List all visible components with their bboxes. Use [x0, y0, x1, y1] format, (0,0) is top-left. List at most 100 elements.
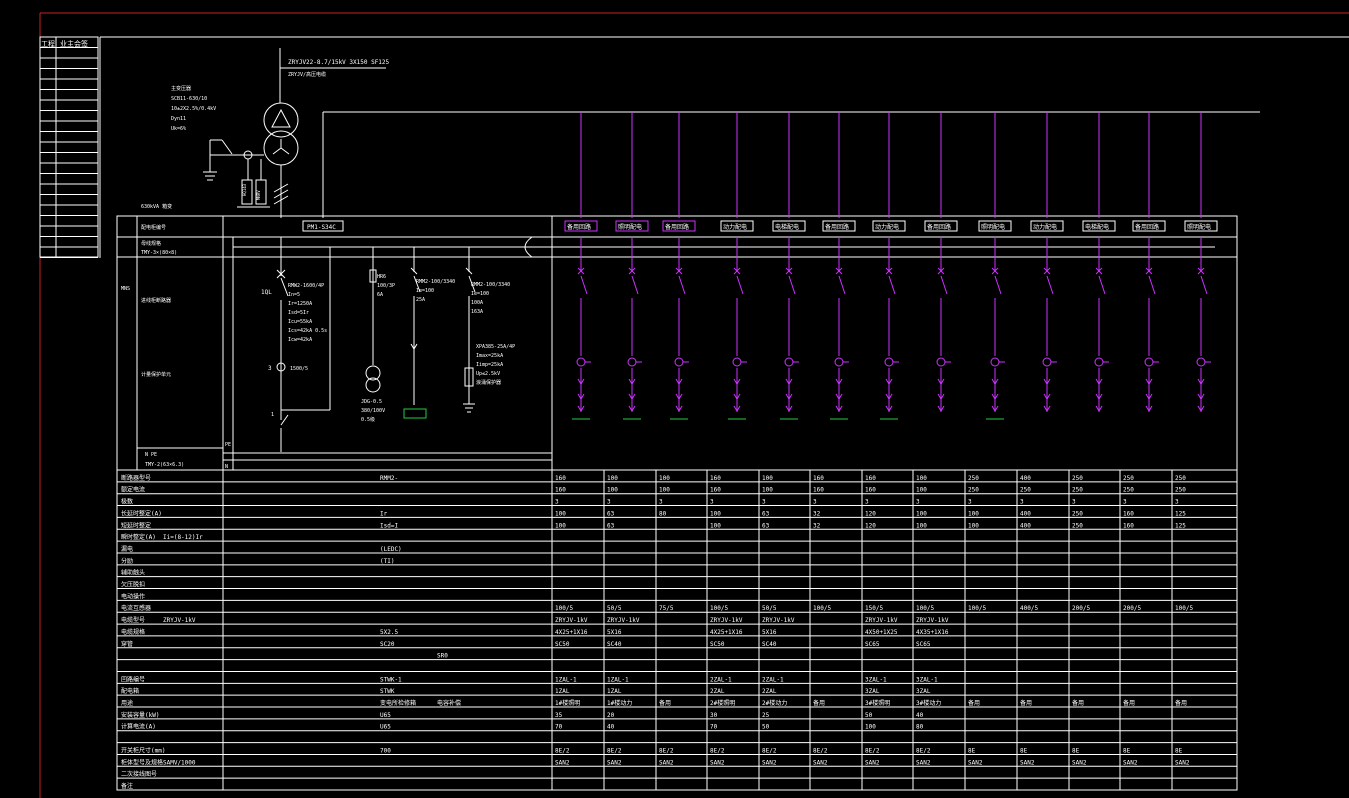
table-cell: SAN2 — [1175, 759, 1190, 766]
table-row-main: SC20 — [380, 641, 395, 648]
table-cell: SAN2 — [555, 759, 570, 766]
table-cell: SAN2 — [710, 759, 725, 766]
table-cell: 4X50+1X25 — [865, 629, 898, 636]
table-cell: SC40 — [607, 641, 622, 648]
mb-spec-line: Isd=5Ir — [288, 310, 309, 316]
table-cell: ZRYJV-1kV — [762, 617, 795, 624]
table-cell: 8E — [1020, 747, 1028, 754]
table-row-label: 计算电流(A) — [121, 723, 156, 731]
table-cell: SAN2 — [1072, 759, 1087, 766]
vt-spec-line: JDG-0.5 — [361, 399, 382, 405]
transformer-capacity-note: 630kVA 箱变 — [141, 203, 172, 210]
table-cell: 1ZAL — [607, 688, 622, 695]
feeder-circuit — [732, 112, 747, 412]
table-row-label: 漏电 — [121, 545, 133, 553]
table-cell: 3ZAL — [916, 688, 931, 695]
table-cell: SAN2 — [968, 759, 983, 766]
table-cell: 4X25+1X16 — [710, 629, 743, 636]
table-cell: 8E — [1072, 747, 1080, 754]
table-cell: 5X16 — [762, 629, 777, 636]
table-cell: SAN2 — [1020, 759, 1035, 766]
feed-b-spec-line: RMM2-100/3340 — [471, 282, 510, 288]
feeder-label: 动力配电 — [723, 223, 747, 231]
transformer-tag-2: MNRV — [256, 190, 261, 200]
table-cell: 3 — [1072, 499, 1076, 506]
table-cell: 120 — [865, 510, 876, 517]
feeder-circuit — [674, 112, 689, 412]
table-row-label: 瞬时整定(A) — [121, 533, 156, 541]
table-cell: 3 — [813, 499, 817, 506]
table-row-main: Ir — [380, 510, 388, 517]
feeder-circuit — [990, 112, 1005, 412]
mb-spec-line: Icu=55kA — [288, 319, 312, 325]
table-cell: 200/5 — [1072, 605, 1090, 612]
table-row-main: (LEDC) — [380, 546, 402, 553]
table-row-label: 用途 — [121, 699, 133, 707]
table-grid — [117, 470, 1237, 791]
table-cell: 250 — [1123, 487, 1134, 494]
table-cell: 8E — [968, 747, 976, 754]
table-cell: 250 — [1072, 522, 1083, 529]
table-cell: 400 — [1020, 475, 1031, 482]
table-cell: 100 — [916, 487, 927, 494]
table-cell: SC50 — [710, 641, 725, 648]
feeder-label-box — [1030, 220, 1064, 232]
feeder-label: 照明配电 — [1187, 223, 1211, 231]
feeder-label-box — [924, 220, 958, 232]
table-cell: SC50 — [555, 641, 570, 648]
spd-spec-line: Up≤2.5kV — [476, 371, 500, 377]
main-switch-label: 进线柜断路器 — [141, 297, 171, 304]
table-cell: 3ZAL-1 — [916, 676, 938, 683]
mb-spec-line: Ics=42kA 0.5s — [288, 328, 327, 334]
table-cell: 100 — [555, 522, 566, 529]
n-pe-label: N PE — [145, 452, 157, 458]
row-label-cabinet: 配电柜编号 — [141, 224, 166, 231]
table-cell: 160 — [813, 487, 824, 494]
table-cell: 备用 — [968, 699, 980, 707]
table-row-label: 额定电流 — [121, 486, 145, 494]
table-cell: 160 — [813, 475, 824, 482]
feed-a-spec-line: RMM2-100/3340 — [416, 279, 455, 285]
table-cell: 100 — [607, 487, 618, 494]
tx-spec-line: 主变压器 — [171, 85, 191, 92]
table-cell: 100 — [865, 724, 876, 731]
table-cell: 1ZAL — [555, 688, 570, 695]
mb-spec-line: Icw=42kA — [288, 337, 312, 343]
feeder-circuit — [784, 112, 799, 412]
table-cell: 100/5 — [710, 605, 728, 612]
table-row-main: U65 — [380, 724, 391, 731]
table-cell: 100 — [916, 475, 927, 482]
feed-b-spec-line: 163A — [471, 309, 483, 315]
table-cell: 120 — [865, 522, 876, 529]
table-row-main: Ii=(8-12)Ir — [163, 534, 203, 541]
table-row-main: 5X2.5 — [380, 629, 398, 636]
vt-winding-2 — [365, 377, 381, 393]
feeder-circuit — [576, 112, 591, 412]
table-row-label: 电流互感器 — [121, 604, 151, 612]
table-cell: 3 — [659, 499, 663, 506]
table-cell: 100 — [710, 522, 721, 529]
table-cell: 3ZAL — [865, 688, 880, 695]
table-cell: 40 — [607, 724, 615, 731]
table-cell: 备用 — [813, 699, 825, 707]
ct-tag: 1 — [271, 412, 274, 418]
table-cell: 3#楼照明 — [865, 699, 890, 707]
table-cell: 25 — [762, 712, 770, 719]
table-cell: SAN2 — [813, 759, 828, 766]
table-cell: 400 — [1020, 510, 1031, 517]
n-pe-spec: TMY-2(63×6.3) — [145, 462, 184, 468]
table-cell: 3 — [555, 499, 559, 506]
table-cell: 50/5 — [607, 605, 622, 612]
feeder-label-box — [1132, 220, 1166, 232]
feeder-label-box — [564, 220, 598, 232]
table-cell: 3 — [865, 499, 869, 506]
tx-spec-line: 10±2X2.5%/0.4kV — [171, 106, 216, 112]
table-row-main: 变电所检修箱 — [380, 699, 416, 707]
table-cell: 250 — [1123, 475, 1134, 482]
table-cell: 8E/2 — [659, 747, 674, 754]
table-cell: 100 — [916, 522, 927, 529]
tx-spec-line: SCB11-630/10 — [171, 96, 207, 102]
feeder-circuit — [936, 112, 951, 412]
